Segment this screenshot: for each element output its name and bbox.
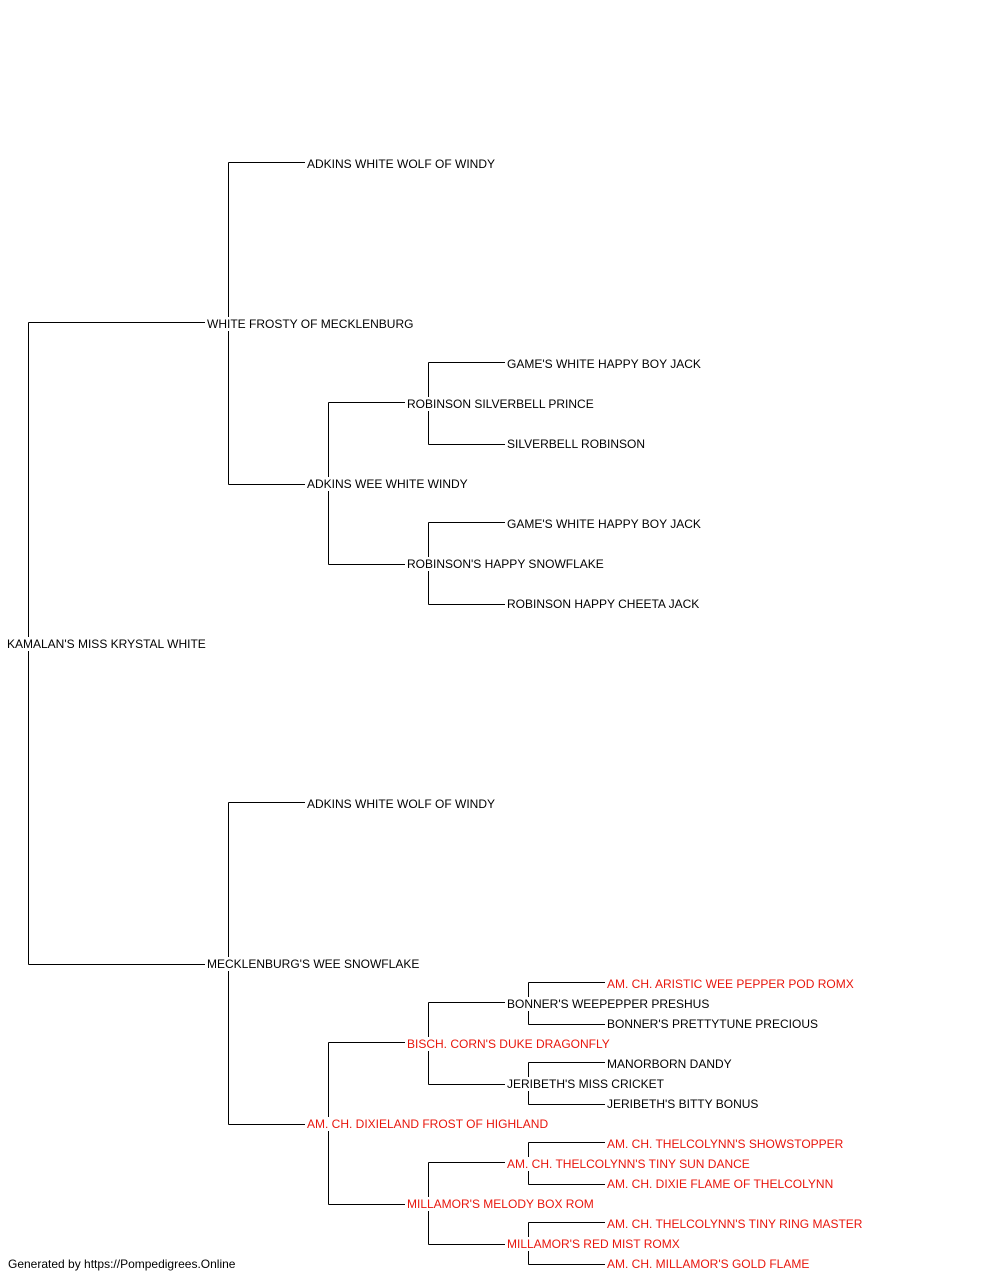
pedigree-sire: WHITE FROSTY OF MECKLENBURG [207, 317, 416, 331]
pedigree-sire-dam-dam: ROBINSON'S HAPPY SNOWFLAKE [407, 557, 606, 571]
pedigree-subject: KAMALAN'S MISS KRYSTAL WHITE [7, 637, 208, 651]
pedigree-sire-dam-dam-sire: GAME'S WHITE HAPPY BOY JACK [507, 517, 703, 531]
pedigree-dam-dam-sire-dam-dam: JERIBETH'S BITTY BONUS [607, 1097, 761, 1111]
pedigree-dam-dam-sire-sire-sire: AM. CH. ARISTIC WEE PEPPER POD ROMX [607, 977, 856, 991]
pedigree-sire-dam-sire-dam: SILVERBELL ROBINSON [507, 437, 648, 451]
pedigree-dam-dam-dam-dam-sire: AM. CH. THELCOLYNN'S TINY RING MASTER [607, 1217, 865, 1231]
pedigree-dam-dam-sire-dam-sire: MANORBORN DANDY [607, 1057, 734, 1071]
pedigree-sire-dam: ADKINS WEE WHITE WINDY [307, 477, 470, 491]
generator-credit: Generated by https://Pompedigrees.Online [8, 1257, 236, 1271]
pedigree-sire-dam-sire: ROBINSON SILVERBELL PRINCE [407, 397, 596, 411]
pedigree-dam-sire: ADKINS WHITE WOLF OF WINDY [307, 797, 497, 811]
pedigree-dam-dam-dam-sire-sire: AM. CH. THELCOLYNN'S SHOWSTOPPER [607, 1137, 846, 1151]
pedigree-sire-dam-dam-dam: ROBINSON HAPPY CHEETA JACK [507, 597, 702, 611]
pedigree-dam-dam-sire-sire: BONNER'S WEEPEPPER PRESHUS [507, 997, 712, 1011]
pedigree-dam-dam-sire-dam: JERIBETH'S MISS CRICKET [507, 1077, 666, 1091]
pedigree-dam-dam-dam-dam-dam: AM. CH. MILLAMOR'S GOLD FLAME [607, 1257, 812, 1271]
pedigree-dam-dam-dam-sire-dam: AM. CH. DIXIE FLAME OF THELCOLYNN [607, 1177, 836, 1191]
pedigree-sire-sire: ADKINS WHITE WOLF OF WINDY [307, 157, 497, 171]
pedigree-dam-dam-dam-sire: AM. CH. THELCOLYNN'S TINY SUN DANCE [507, 1157, 752, 1171]
pedigree-dam-dam-sire-sire-dam: BONNER'S PRETTYTUNE PRECIOUS [607, 1017, 820, 1031]
pedigree-sire-dam-sire-sire: GAME'S WHITE HAPPY BOY JACK [507, 357, 703, 371]
pedigree-dam-dam-dam: MILLAMOR'S MELODY BOX ROM [407, 1197, 596, 1211]
pedigree-dam-dam: AM. CH. DIXIELAND FROST OF HIGHLAND [307, 1117, 551, 1131]
pedigree-dam-dam-dam-dam: MILLAMOR'S RED MIST ROMX [507, 1237, 682, 1251]
pedigree-dam-dam-sire: BISCH. CORN'S DUKE DRAGONFLY [407, 1037, 612, 1051]
pedigree-dam: MECKLENBURG'S WEE SNOWFLAKE [207, 957, 422, 971]
